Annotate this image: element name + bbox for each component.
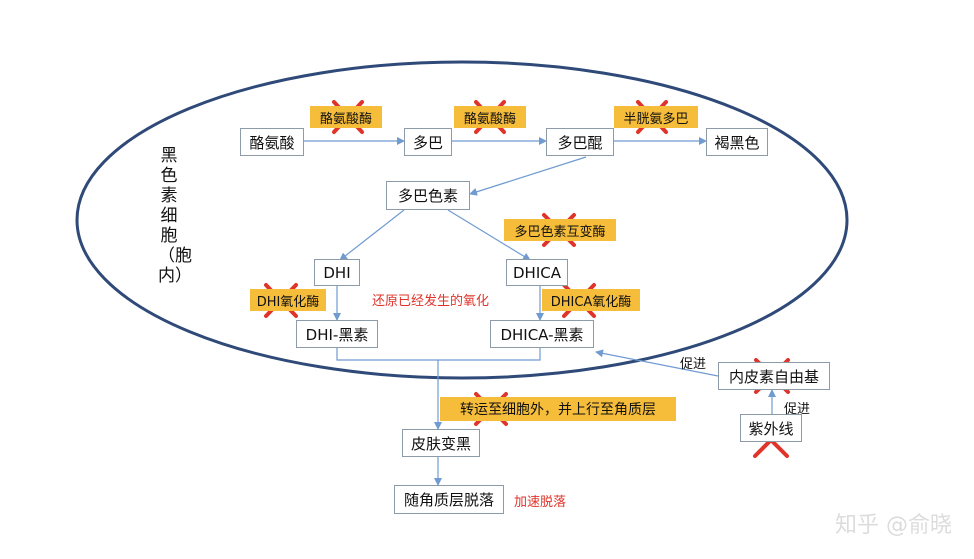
enzyme-tyrosinase-2: 酪氨酸酶	[454, 106, 526, 128]
arrow-endothelin-dhicamelanin	[595, 349, 719, 377]
node-dhi-melanin: DHI-黑素	[296, 320, 378, 348]
melanocyte-label: 黑色素细胞（胞内）	[158, 146, 192, 286]
arrow-dopachrome-dhi	[339, 209, 405, 261]
melanocyte-ellipse	[75, 60, 849, 380]
node-dopaquinone: 多巴醌	[546, 128, 614, 156]
node-dopachrome: 多巴色素	[386, 181, 470, 210]
node-endothelin: 内皮素自由基	[718, 362, 830, 390]
promote-label-2: 促进	[784, 402, 811, 417]
watermark: 知乎 @俞晓	[835, 513, 952, 538]
arrow-dopachrome-dhica	[447, 209, 531, 261]
enzyme-dhica-oxidase: DHICA氧化酶	[542, 289, 640, 311]
node-dhica-melanin: DHICA-黑素	[490, 320, 594, 348]
reversal-note: 还原已经发生的氧化	[372, 294, 490, 309]
enzyme-dopachrome-tautomerase: 多巴色素互变酶	[504, 219, 616, 241]
enzyme-dhi-oxidase: DHI氧化酶	[250, 289, 326, 311]
enzyme-tyrosinase-1: 酪氨酸酶	[310, 106, 382, 128]
promote-label-1: 促进	[680, 357, 707, 372]
node-shedding: 随角质层脱落	[394, 485, 504, 514]
node-tyrosine: 酪氨酸	[240, 128, 304, 156]
node-brown-black: 褐黑色	[706, 128, 768, 156]
node-dhi: DHI	[314, 259, 360, 286]
arrow-dopaquinone-dopachrome	[469, 156, 587, 196]
accelerate-note: 加速脱落	[514, 495, 567, 510]
enzyme-cysteinyldopa: 半胱氨多巴	[614, 106, 698, 128]
node-dopa: 多巴	[404, 128, 452, 156]
node-dhica: DHICA	[506, 259, 568, 286]
node-uv: 紫外线	[740, 414, 802, 442]
merge-bracket	[336, 348, 541, 361]
transport-step: 转运至细胞外，并上行至角质层	[440, 397, 676, 421]
node-skin-darkening: 皮肤变黑	[402, 429, 480, 457]
